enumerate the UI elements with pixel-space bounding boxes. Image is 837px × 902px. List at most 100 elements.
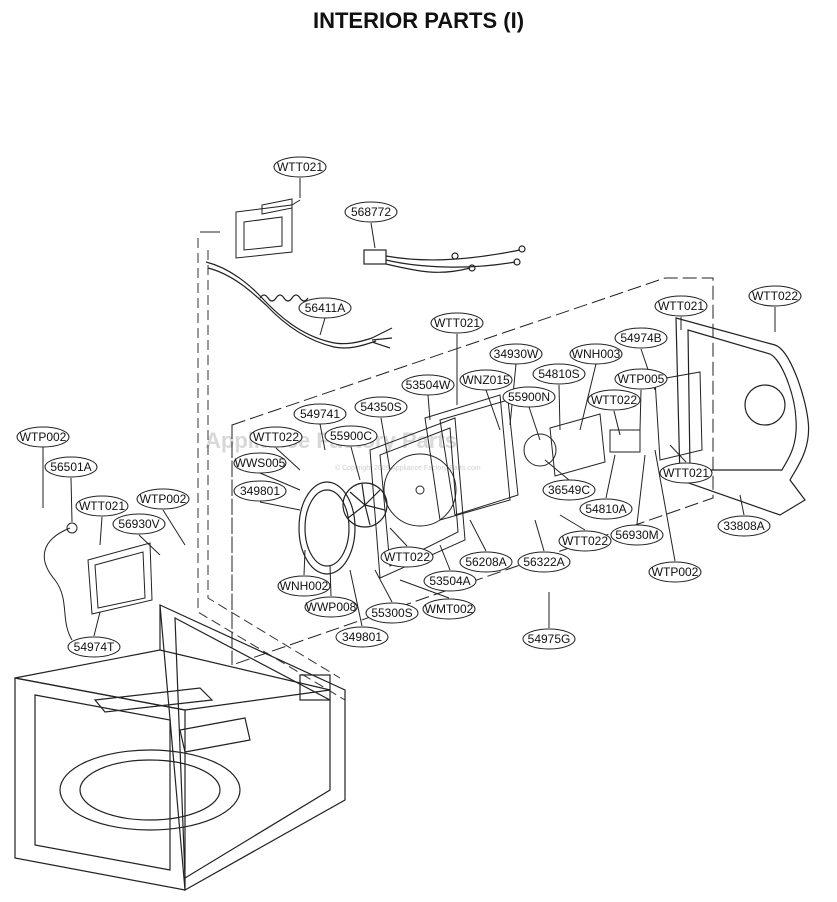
part-label-p20[interactable]: WWS005 xyxy=(233,452,301,491)
part-label-p27[interactable]: WTT022 xyxy=(558,514,612,552)
part-label-text: 54810S xyxy=(538,367,579,381)
bracket-assembly xyxy=(200,198,301,259)
part-label-text: 54350S xyxy=(360,400,401,414)
part-label-text: WTP002 xyxy=(140,492,187,506)
part-label-text: 549741 xyxy=(300,407,340,421)
part-label-text: 33808A xyxy=(723,519,764,533)
part-label-text: 56930M xyxy=(615,528,658,542)
part-label-p26[interactable]: 56930M xyxy=(610,454,664,546)
watermark-subtext: © Copyright 2009 Appliance Factory Parts… xyxy=(335,464,481,472)
part-label-p8[interactable]: WNH003 xyxy=(569,343,623,431)
motor-bracket xyxy=(523,371,703,477)
part-label-p25[interactable]: 33808A xyxy=(717,494,771,537)
part-label-p23[interactable]: WTT021 xyxy=(659,444,713,484)
part-label-text: 54974B xyxy=(620,331,661,345)
part-label-text: 56322A xyxy=(523,555,564,569)
part-label-p18[interactable]: WTT022 xyxy=(249,426,303,471)
part-label-p3[interactable]: 56411A xyxy=(298,297,352,336)
part-label-text: 56411A xyxy=(305,301,345,315)
part-label-p40[interactable]: 56501A xyxy=(44,456,98,523)
part-label-p12[interactable]: WTP005 xyxy=(614,368,668,431)
mount-leader-lines xyxy=(197,238,346,701)
part-label-text: 53504W xyxy=(406,378,451,392)
part-label-p37[interactable]: 349801 xyxy=(335,569,389,648)
part-label-p36[interactable]: WMT002 xyxy=(399,579,476,620)
part-label-p6[interactable]: WTT021 xyxy=(654,295,708,330)
part-label-text: 55300S xyxy=(371,606,412,620)
part-label-text: WNH003 xyxy=(572,347,621,361)
part-label-text: WTT021 xyxy=(434,316,480,330)
part-label-p19[interactable]: 55900C xyxy=(324,425,378,481)
part-label-text: WNH002 xyxy=(280,579,329,593)
back-cover xyxy=(675,317,810,516)
part-label-p7[interactable]: 34930W xyxy=(489,343,543,426)
part-label-text: 34930W xyxy=(494,347,539,361)
part-label-text: WTP002 xyxy=(20,430,67,444)
part-label-text: 55900C xyxy=(330,429,372,443)
wire-harness xyxy=(205,261,393,349)
part-label-p14[interactable]: 55900N xyxy=(502,386,556,441)
part-label-p11[interactable]: 54810S xyxy=(532,363,586,431)
part-label-text: 53504A xyxy=(429,574,470,588)
part-label-p5[interactable]: WTT022 xyxy=(748,285,802,332)
part-label-text: WTT022 xyxy=(591,393,637,407)
part-label-p17[interactable]: 54350S xyxy=(354,396,408,471)
part-label-p38[interactable]: 54975G xyxy=(522,592,576,650)
part-label-p33[interactable]: 53504A xyxy=(423,544,477,592)
part-label-p30[interactable]: 56322A xyxy=(517,519,571,573)
part-label-text: 56501A xyxy=(50,460,91,474)
part-label-p15[interactable]: WTT022 xyxy=(587,389,641,436)
part-label-text: WTT022 xyxy=(384,550,430,564)
diagram-title: INTERIOR PARTS (I) xyxy=(312,8,525,33)
part-label-text: WTP005 xyxy=(618,372,665,386)
part-label-p13[interactable]: 53504W xyxy=(401,374,455,421)
part-label-p28[interactable]: WTT022 xyxy=(380,527,434,568)
part-label-text: 56930V xyxy=(118,517,159,531)
part-label-text: 54975G xyxy=(528,632,571,646)
part-label-p41[interactable]: WTT021 xyxy=(75,495,129,546)
part-label-text: WTT022 xyxy=(253,430,299,444)
oven-cavity xyxy=(14,604,346,891)
part-label-text: 55900N xyxy=(508,390,550,404)
part-label-text: 54974T xyxy=(74,640,115,654)
part-label-text: 56208A xyxy=(465,555,506,569)
part-label-text: WTT021 xyxy=(663,466,709,480)
part-label-text: WTT021 xyxy=(277,160,323,174)
part-label-p16[interactable]: 549741 xyxy=(293,403,347,451)
part-label-p39[interactable]: WTP002 xyxy=(16,426,70,508)
part-label-text: WWP008 xyxy=(306,600,357,614)
part-label-text: 568772 xyxy=(351,205,391,219)
part-label-p4[interactable]: WTT021 xyxy=(430,312,484,405)
part-label-p31[interactable]: WTP002 xyxy=(648,449,702,583)
part-label-text: 54810A xyxy=(585,502,626,516)
part-label-p24[interactable]: 54810A xyxy=(579,454,633,520)
part-label-text: WMT002 xyxy=(425,602,474,616)
part-label-text: WTT021 xyxy=(658,299,704,313)
part-label-p42[interactable]: WTP002 xyxy=(136,488,190,546)
part-label-text: WTT021 xyxy=(79,499,125,513)
part-label-p10[interactable]: WNZ015 xyxy=(459,369,513,431)
part-label-text: WWS005 xyxy=(235,456,286,470)
part-label-text: 36549C xyxy=(548,483,590,497)
part-label-p21[interactable]: 349801 xyxy=(233,480,301,511)
part-label-text: 349801 xyxy=(240,484,280,498)
part-label-p2[interactable]: 568772 xyxy=(344,201,398,249)
part-label-text: WTP002 xyxy=(652,565,699,579)
wire-set xyxy=(363,245,526,273)
part-labels: WTT021 568772 56411A WTT021 WTT022 WTT02… xyxy=(16,156,802,658)
part-label-text: 349801 xyxy=(342,630,382,644)
part-label-p22[interactable]: 36549C xyxy=(542,459,596,501)
side-cover xyxy=(43,522,153,641)
part-label-p29[interactable]: 56208A xyxy=(459,519,513,573)
part-label-p44[interactable]: 54974T xyxy=(67,611,121,658)
part-label-p35[interactable]: 55300S xyxy=(365,569,419,624)
part-label-text: WNZ015 xyxy=(462,373,510,387)
part-label-p34[interactable]: WWP008 xyxy=(304,564,358,618)
part-label-p32[interactable]: WNH002 xyxy=(277,549,331,597)
part-label-p43[interactable]: 56930V xyxy=(112,513,166,556)
part-label-p1[interactable]: WTT021 xyxy=(273,156,327,198)
part-label-text: WTT022 xyxy=(562,534,608,548)
heater-frame xyxy=(369,394,519,579)
fan-heater xyxy=(298,481,388,575)
